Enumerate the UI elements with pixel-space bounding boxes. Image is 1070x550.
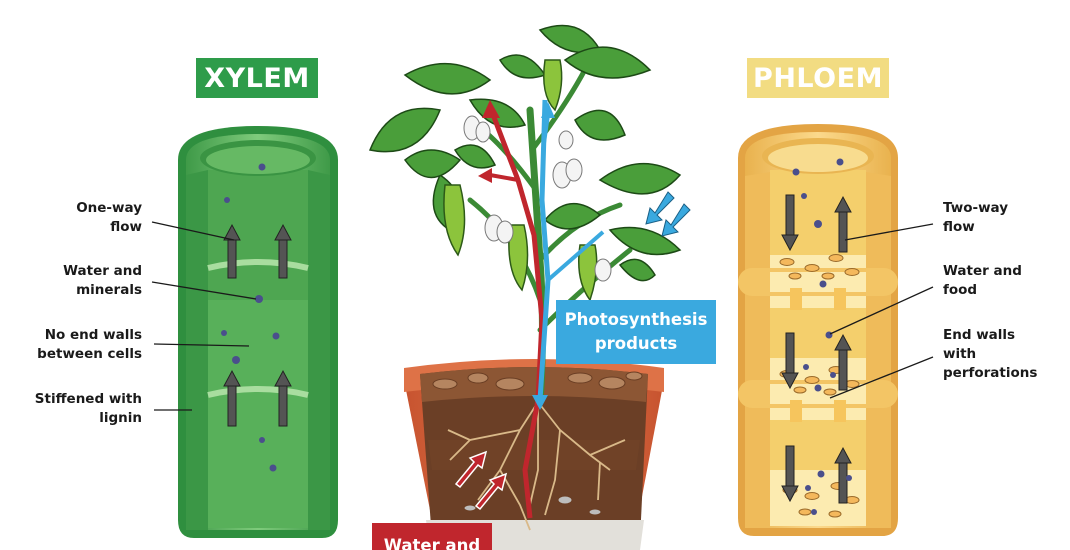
sunlight-arrows: [645, 191, 691, 237]
soil-stones: [432, 371, 643, 516]
up-arrow: [223, 369, 241, 427]
down-arrow: [781, 445, 799, 503]
xylem-label-no-end-walls: No end walls between cells: [37, 327, 142, 362]
water-transport-arrow: [478, 100, 545, 519]
up-arrow: [834, 446, 852, 504]
phloem-leader-lines: [829, 223, 934, 399]
phloem-title: PHLOEM: [747, 58, 889, 98]
up-arrow: [274, 369, 292, 427]
phloem-label-end-walls: End walls with perforations: [943, 327, 1038, 381]
photosynthesis-transport-arrow: [532, 99, 605, 410]
up-arrow: [834, 195, 852, 253]
xylem-label-one-way-flow: One-way flow: [76, 200, 142, 235]
water-uptake-arrows: [454, 450, 508, 511]
xylem-title: XYLEM: [196, 58, 318, 98]
roots: [447, 401, 626, 531]
flowers: [463, 115, 612, 282]
xylem-leader-lines: [151, 221, 257, 411]
xylem-label-water-minerals: Water and minerals: [63, 263, 142, 298]
photosynthesis-products-label: Photosynthesis products: [556, 300, 716, 364]
up-arrow: [274, 223, 292, 279]
xylem-label-lignin: Stiffened with lignin: [34, 391, 142, 426]
pea-pods: [443, 59, 598, 302]
xylem-particles: [221, 163, 280, 472]
down-arrow: [781, 332, 799, 390]
phloem-flow-arrows: [781, 194, 852, 504]
phloem-label-water-food: Water and food: [943, 263, 1022, 298]
phloem-particles: [792, 158, 852, 515]
phloem-label-two-way-flow: Two-way flow: [943, 200, 1009, 235]
xylem-tube: [178, 126, 338, 538]
water-label: Water and: [372, 523, 492, 550]
up-arrow: [834, 333, 852, 391]
down-arrow: [781, 194, 799, 252]
